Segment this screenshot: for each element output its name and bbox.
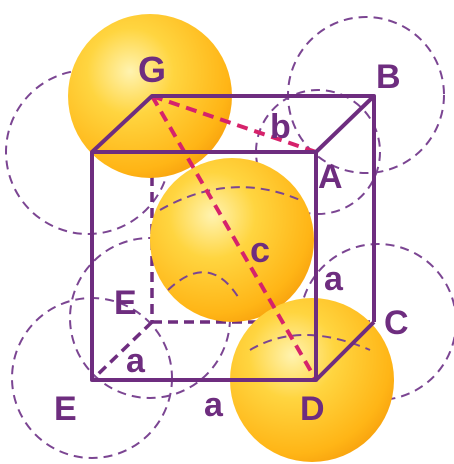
bottom-right-edge (314, 320, 376, 382)
top-face-back (90, 94, 376, 154)
sphere-center (150, 158, 314, 322)
label-e-outer: E (54, 390, 77, 428)
label-g: G (138, 49, 166, 90)
label-a-bottom: a (204, 386, 224, 424)
face-diagonal-b (151, 94, 317, 154)
overlay-arc-center-1 (159, 186, 301, 211)
label-a-left: a (126, 342, 146, 380)
sphere-overlay-arcs (159, 186, 371, 351)
label-e-inner: E (114, 284, 137, 322)
body-diagonal-c (150, 94, 318, 382)
label-a-right-edge: a (324, 260, 344, 298)
label-b-vertex: B (376, 58, 401, 96)
visible-edges (90, 94, 376, 382)
overlay-arc-d (249, 334, 371, 351)
label-a-vertex: A (318, 158, 343, 196)
label-d: D (300, 390, 325, 428)
label-c-vertex: C (384, 304, 409, 342)
label-b-diagonal: b (270, 108, 291, 146)
front-face (90, 150, 318, 382)
diagonals (150, 94, 318, 382)
overlay-arc-center-2 (167, 271, 241, 301)
hidden-edge-diagonal (90, 320, 154, 382)
label-c: c (250, 229, 270, 270)
